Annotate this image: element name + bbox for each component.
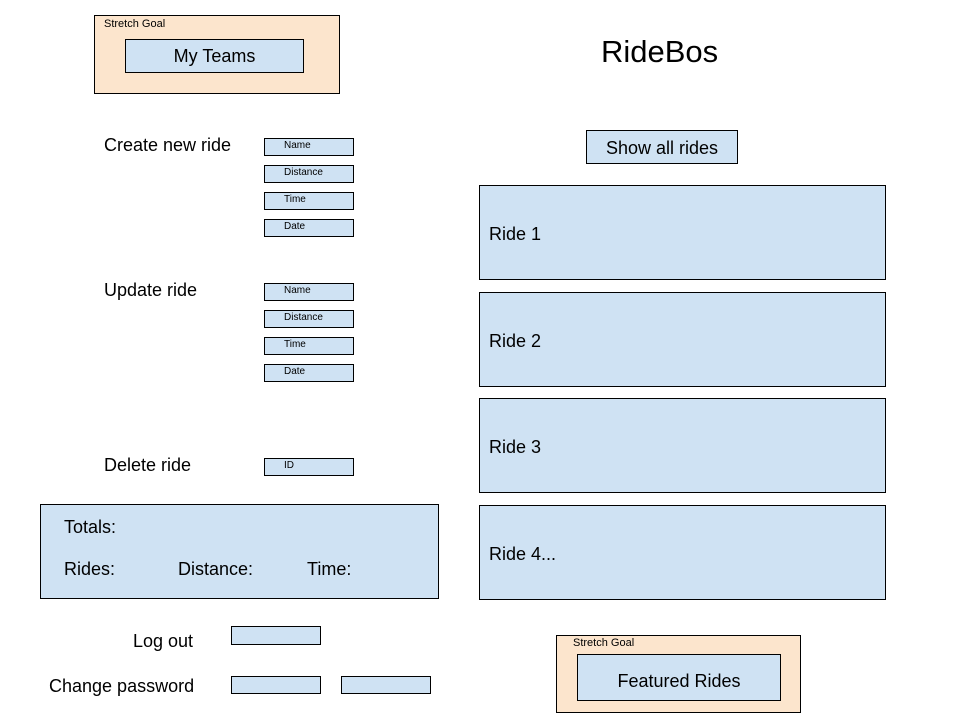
ride-card-1[interactable]: Ride 1: [479, 185, 886, 280]
totals-rides-label: Rides:: [64, 559, 116, 579]
update-date-field[interactable]: Date: [264, 364, 354, 382]
show-all-rides-button[interactable]: Show all rides: [586, 130, 738, 164]
logout-button[interactable]: [231, 626, 321, 645]
create-date-field[interactable]: Date: [264, 219, 354, 237]
totals-panel: Totals: Rides: Distance: Time:: [40, 504, 439, 599]
delete-ride-label: Delete ride: [104, 455, 192, 475]
ride-card-label: Ride 1: [489, 224, 542, 244]
totals-title: Totals:: [64, 517, 117, 537]
change-password-label: Change password: [49, 676, 195, 696]
create-distance-field[interactable]: Distance: [264, 165, 354, 183]
stretch-goal-teams-panel: Stretch Goal My Teams: [94, 15, 340, 94]
app-title: RideBos: [601, 34, 719, 69]
confirm-password-field[interactable]: [341, 676, 431, 694]
my-teams-button[interactable]: My Teams: [125, 39, 304, 73]
stretch-goal-label: Stretch Goal: [104, 18, 166, 30]
create-name-field[interactable]: Name: [264, 138, 354, 156]
logout-label: Log out: [133, 631, 194, 651]
show-all-rides-label: Show all rides: [605, 138, 719, 158]
ride-card-label: Ride 4...: [489, 544, 557, 564]
create-time-field[interactable]: Time: [264, 192, 354, 210]
create-ride-label: Create new ride: [104, 135, 232, 155]
my-teams-button-label: My Teams: [173, 46, 256, 66]
update-distance-field[interactable]: Distance: [264, 310, 354, 328]
update-time-field[interactable]: Time: [264, 337, 354, 355]
ride-card-4[interactable]: Ride 4...: [479, 505, 886, 600]
ride-card-3[interactable]: Ride 3: [479, 398, 886, 493]
stretch-goal-label: Stretch Goal: [573, 637, 635, 649]
featured-rides-button[interactable]: Featured Rides: [577, 654, 781, 701]
featured-rides-button-label: Featured Rides: [617, 671, 741, 691]
totals-time-label: Time:: [307, 559, 352, 579]
stretch-goal-featured-panel: Stretch Goal Featured Rides: [556, 635, 801, 713]
ride-card-label: Ride 3: [489, 437, 542, 457]
update-ride-label: Update ride: [104, 280, 198, 300]
ride-card-2[interactable]: Ride 2: [479, 292, 886, 387]
new-password-field[interactable]: [231, 676, 321, 694]
ride-card-label: Ride 2: [489, 331, 542, 351]
update-name-field[interactable]: Name: [264, 283, 354, 301]
totals-distance-label: Distance:: [178, 559, 254, 579]
delete-id-field[interactable]: ID: [264, 458, 354, 476]
